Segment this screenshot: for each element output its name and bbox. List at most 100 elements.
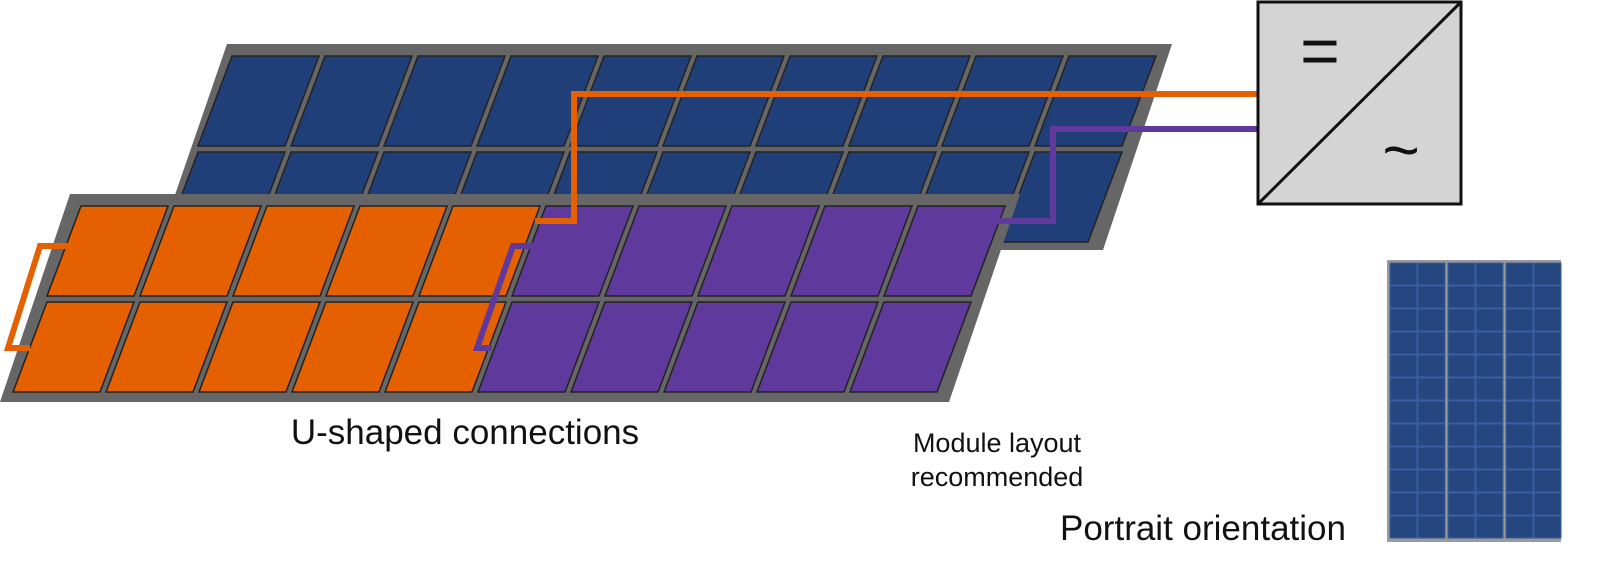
module-cell: [1475, 423, 1504, 447]
module-cell: [1447, 423, 1476, 447]
module-cell: [1389, 285, 1418, 309]
front-panel-cell: [45, 205, 170, 297]
module-cell: [1505, 308, 1534, 332]
module-layout-label: Module layout: [913, 428, 1082, 458]
module-cell: [1505, 469, 1534, 493]
front-panel-cell: [11, 301, 136, 393]
module-cell: [1389, 446, 1418, 470]
front-panel-cell: [789, 205, 914, 297]
module-cell: [1505, 262, 1534, 286]
module-cell: [1533, 285, 1562, 309]
front-panel-cell: [603, 205, 728, 297]
module-cell: [1505, 331, 1534, 355]
module-cell: [1447, 354, 1476, 378]
back-panel-cell: [1033, 55, 1158, 147]
module-cell: [1533, 492, 1562, 516]
module-cell: [1417, 308, 1446, 332]
module-cell: [1475, 354, 1504, 378]
recommended-label: recommended: [911, 462, 1084, 492]
module-cell: [1417, 400, 1446, 424]
back-panel-cell: [940, 55, 1065, 147]
string-wiring: [3, 91, 1258, 351]
module-cell: [1475, 308, 1504, 332]
front-panel-cell: [476, 301, 601, 393]
module-cell: [1417, 285, 1446, 309]
module-cell: [1417, 423, 1446, 447]
module-cell: [1475, 469, 1504, 493]
back-panel-cell: [754, 55, 879, 147]
module-cell: [1389, 262, 1418, 286]
orange-string-wire: [535, 91, 1258, 224]
ac-symbol: ~: [1382, 114, 1419, 186]
front-panel-array: [0, 194, 1020, 402]
front-panel-cell: [417, 205, 542, 297]
module-cell: [1505, 515, 1534, 539]
front-panel-cell: [231, 205, 356, 297]
module-cell: [1533, 354, 1562, 378]
module-cell: [1533, 469, 1562, 493]
module-cell: [1447, 515, 1476, 539]
module-cell: [1389, 377, 1418, 401]
module-cell: [1505, 400, 1534, 424]
module-cell: [1389, 354, 1418, 378]
module-cell: [1505, 446, 1534, 470]
module-cell: [1447, 262, 1476, 286]
front-panel-cell: [569, 301, 694, 393]
module-cell: [1475, 400, 1504, 424]
back-panel-cell: [196, 55, 321, 147]
module-cell: [1505, 354, 1534, 378]
front-array-cells: [11, 205, 1007, 393]
module-cell: [1447, 377, 1476, 401]
module-cell: [1505, 377, 1534, 401]
module-cell: [1475, 515, 1504, 539]
back-panel-cell: [475, 55, 600, 147]
module-cell: [1475, 446, 1504, 470]
module-cell: [1475, 331, 1504, 355]
front-panel-cell: [848, 301, 973, 393]
front-panel-cell: [197, 301, 322, 393]
front-panel-cell: [662, 301, 787, 393]
purple-u-connection: [472, 243, 535, 351]
module-cell: [1475, 285, 1504, 309]
orange-u-connection: [3, 243, 68, 351]
module-cell: [1475, 377, 1504, 401]
module-cell: [1447, 308, 1476, 332]
module-cell: [1533, 423, 1562, 447]
module-cell: [1389, 515, 1418, 539]
inverter-box: = ~: [1256, 0, 1463, 206]
module-cell: [1447, 400, 1476, 424]
module-cell: [1533, 331, 1562, 355]
module-cell: [1447, 492, 1476, 516]
module-cell: [1475, 492, 1504, 516]
dc-symbol: =: [1300, 13, 1340, 89]
back-panel-cell: [289, 55, 414, 147]
front-panel-cell: [696, 205, 821, 297]
front-panel-cell: [138, 205, 263, 297]
back-panel-cell: [847, 55, 972, 147]
front-panel-cell: [104, 301, 229, 393]
module-cell: [1389, 469, 1418, 493]
module-cell: [1417, 354, 1446, 378]
module-cell: [1389, 400, 1418, 424]
module-cell: [1417, 262, 1446, 286]
module-cells: [1389, 262, 1562, 539]
front-panel-cell: [324, 205, 449, 297]
front-panel-cell: [383, 301, 508, 393]
module-cell: [1533, 262, 1562, 286]
inverter-diagonal: [1256, 0, 1463, 206]
module-cell: [1417, 492, 1446, 516]
back-panel-cell: [568, 55, 693, 147]
front-panel-cell: [290, 301, 415, 393]
module-cell: [1447, 331, 1476, 355]
module-cell: [1447, 446, 1476, 470]
module-cell: [1505, 492, 1534, 516]
module-cell: [1447, 285, 1476, 309]
module-cell: [1389, 308, 1418, 332]
module-cell: [1533, 308, 1562, 332]
module-cell: [1533, 515, 1562, 539]
front-panel-cell: [510, 205, 635, 297]
module-cell: [1417, 377, 1446, 401]
front-panel-cell: [882, 205, 1007, 297]
module-cell: [1417, 469, 1446, 493]
